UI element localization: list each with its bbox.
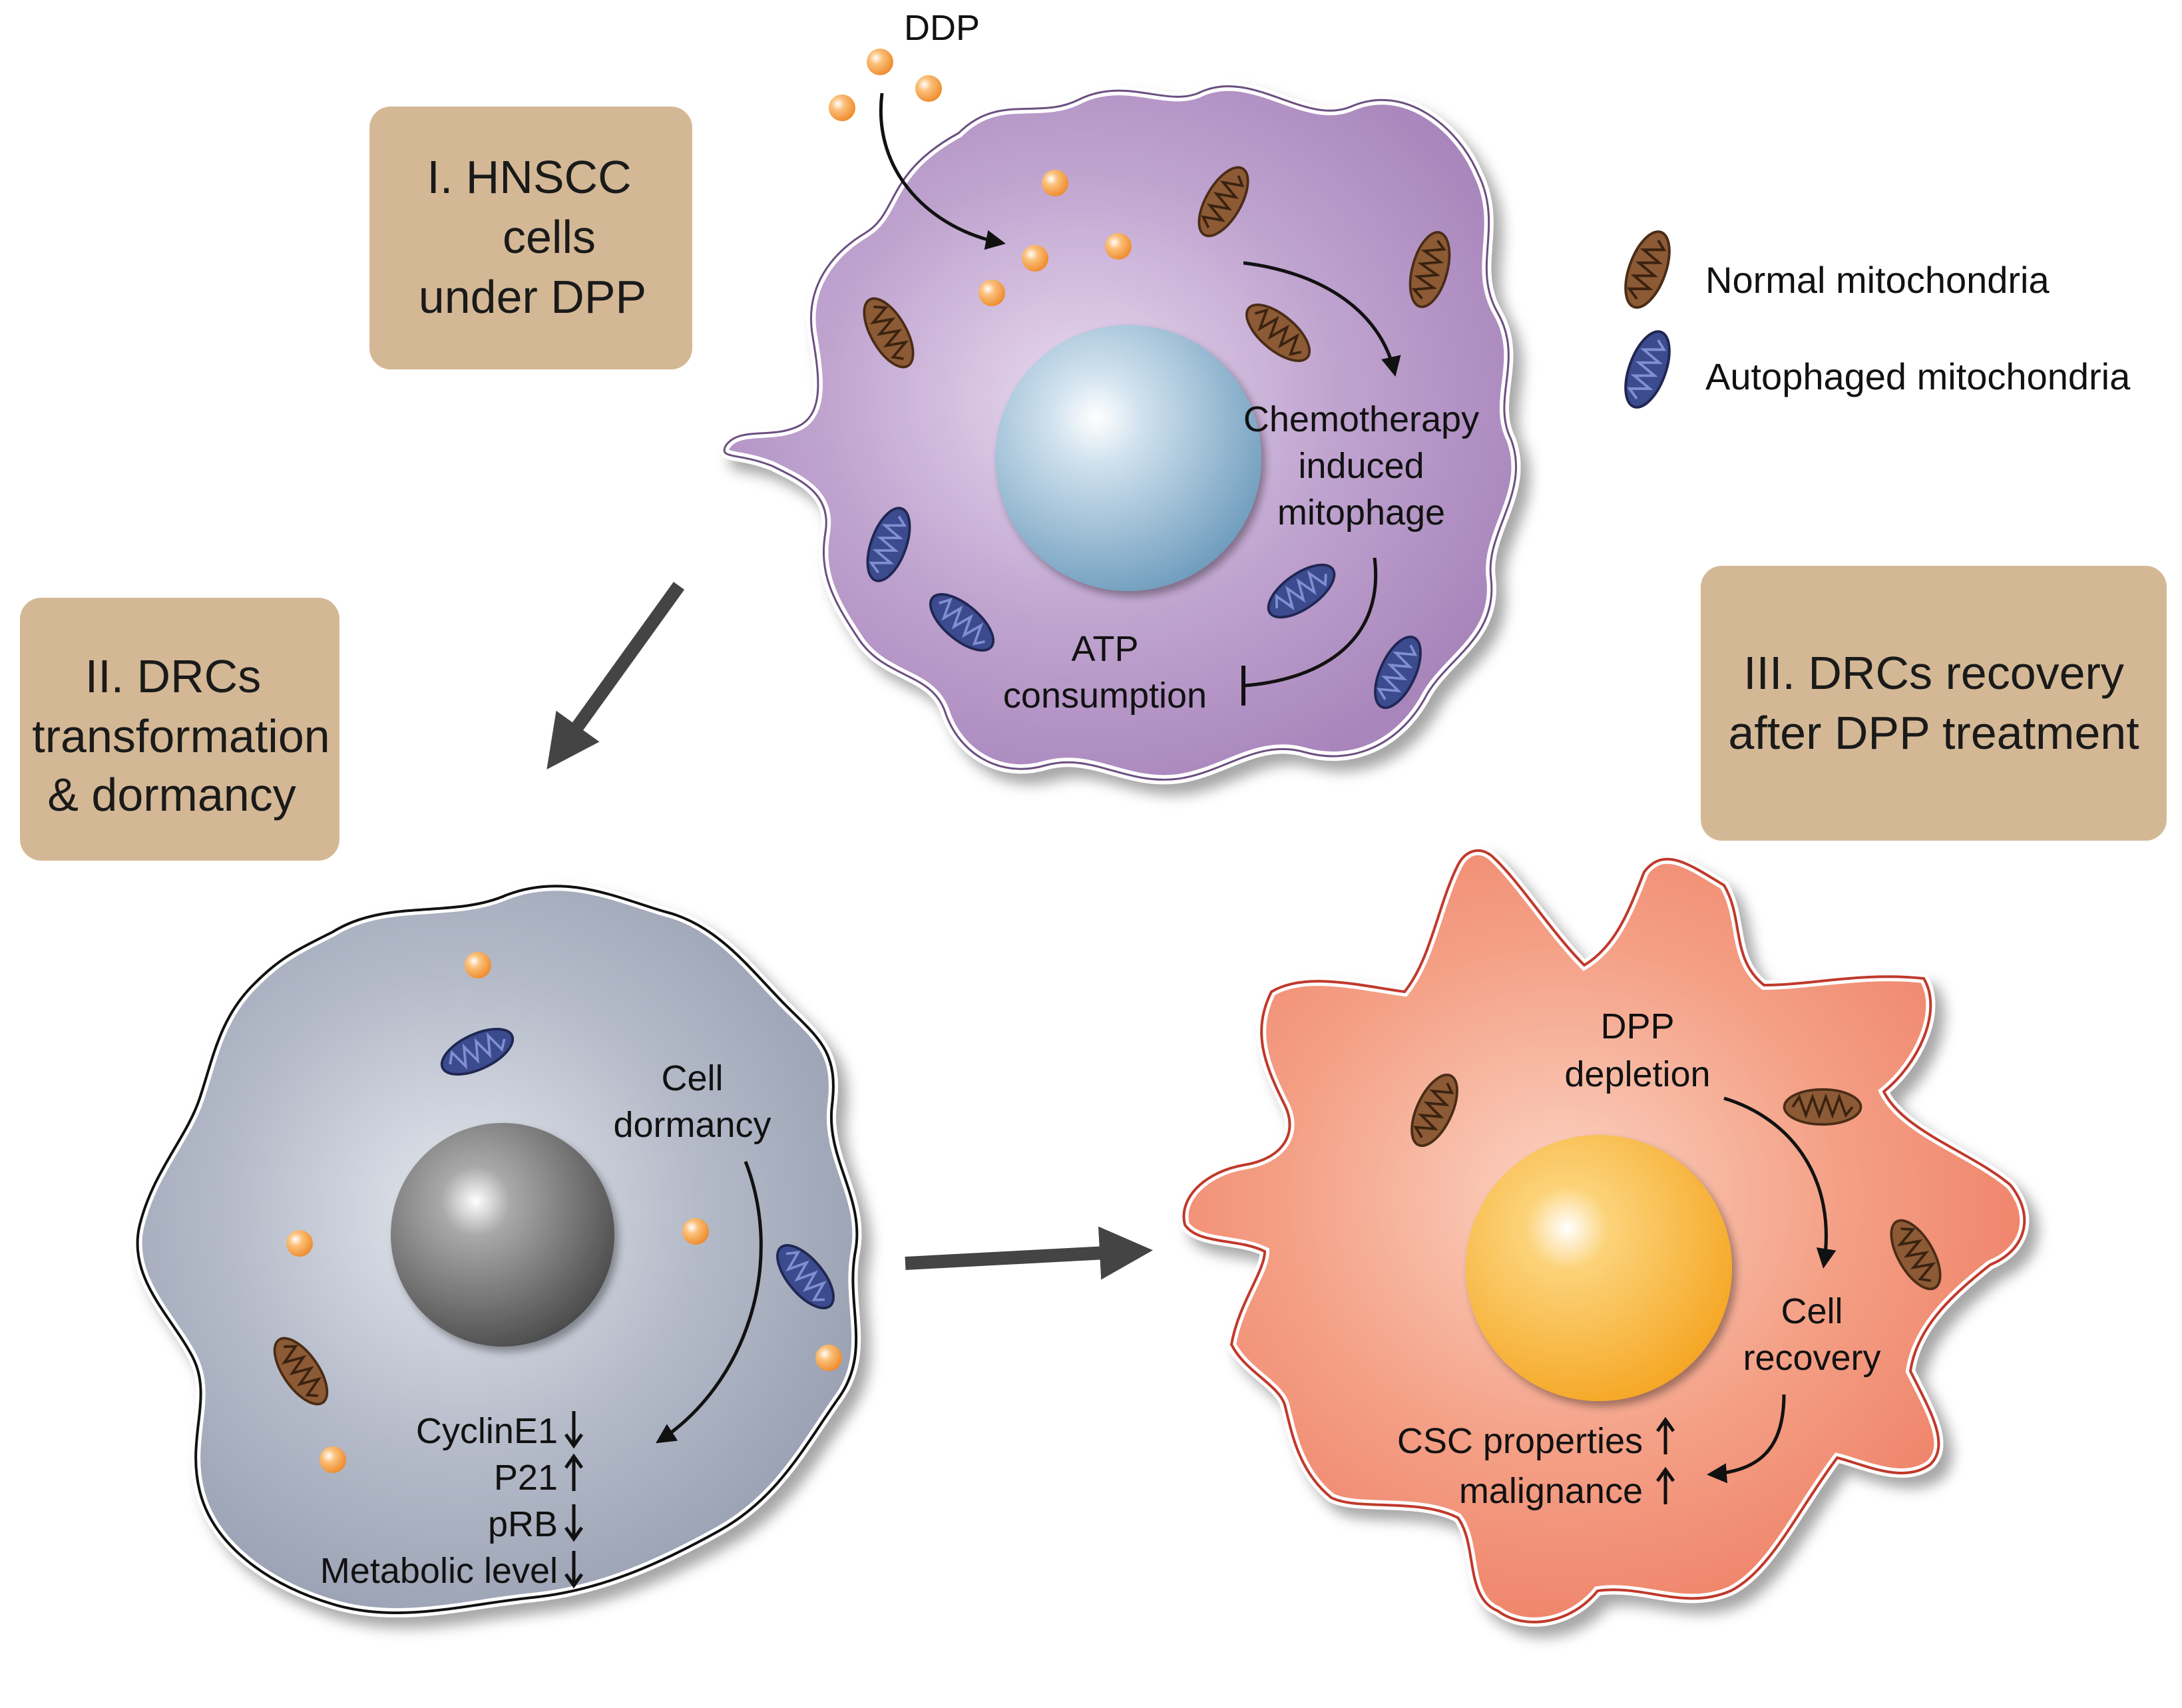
cell3-outcome-malignance: malignance [1459,1466,1675,1511]
dormancy-arrow [655,1161,763,1444]
stage1-line2: cells [503,211,596,263]
drug-entry-arrow [879,93,1006,250]
transition-arrow-1-to-2 [546,582,685,769]
drug-particle [286,1230,313,1257]
marker-name: CyclinE1 [416,1411,558,1451]
mitophagy-arrow [1243,261,1401,377]
marker-name: Metabolic level [320,1551,558,1591]
cell3-outline [1182,849,2026,1623]
stage2-line2: transformation [32,710,329,762]
drug-particle [1022,245,1048,272]
marker-name: pRB [488,1504,558,1544]
cell3-normal-mito [1783,1088,1862,1126]
drug-particle [465,952,491,978]
cell1-process-line3: mitophage [1277,493,1445,533]
marker-name: P21 [494,1458,558,1498]
cell2-marker-metabolic: Metabolic level [320,1551,584,1591]
legend-autophaged-mito-icon [1615,324,1680,415]
stage2-line3: & dormancy [47,769,296,821]
stage1-line3: under DPP [419,271,646,323]
cell2-process-line2: dormancy [613,1105,771,1145]
cell2-marker-cyclin: CyclinE1 [416,1411,584,1451]
trend-down-arrow-head [564,1433,584,1449]
transition-arrow-2-to-3 [905,1226,1153,1280]
cell2-marker-p21: P21 [494,1453,584,1498]
trend-up-arrow-head [564,1453,584,1469]
cell1-atp-line1: ATP [1071,629,1138,669]
trend-down-arrow-head [564,1573,584,1589]
stage2-line1: II. DRCs [85,650,261,702]
stage3-line2: after DPP treatment [1728,707,2139,759]
cell1-atp-line2: consumption [1003,676,1207,716]
stage3-box: III. DRCs recovery after DPP treatment [1701,566,2167,841]
outcome-name: CSC properties [1397,1421,1643,1461]
drug-particle [1105,233,1132,260]
cell1-nucleus [995,325,1261,591]
cell2-nucleus [391,1123,614,1347]
legend-autophaged-label: Autophaged mitochondria [1705,355,2131,397]
drug-particle [320,1446,346,1473]
legend: Normal mitochondria Autophaged mitochond… [1615,224,2131,415]
outcome-name: malignance [1459,1471,1643,1511]
drug-particle [829,95,855,121]
stage3-line1: III. DRCs recovery [1743,647,2124,699]
cell1-outline [723,85,1518,781]
cell2-outline [136,885,859,1614]
drug-particle [867,49,893,75]
atp-inhibit-line [1244,557,1378,688]
cell1-process-line1: Chemotherapy [1243,399,1479,439]
cell3-recovered: DPP depletion Cell recovery CSC properti… [1179,845,2030,1627]
legend-normal-label: Normal mitochondria [1705,259,2050,301]
cell3-process-line2: recovery [1743,1338,1880,1378]
legend-normal-mito-icon [1615,224,1680,315]
recovery-arrow [1723,1096,1837,1269]
outcome-arrow [1707,1394,1786,1484]
cell3-outcome-csc: CSC properties [1397,1416,1675,1461]
drug-particle [682,1218,709,1245]
stage1-line1: I. HNSCC [427,151,631,203]
cell3-trigger-line2: depletion [1564,1054,1710,1094]
drug-particle [815,1345,842,1371]
trend-up-arrow-head [1655,1466,1675,1482]
cell2-marker-prb: pRB [488,1504,584,1544]
stage2-box: II. DRCs transformation & dormancy [20,598,339,861]
drug-particle [915,75,942,102]
cell2-process-line1: Cell [661,1058,723,1098]
cell1-hnscc: DDP Chemotherapy induced mitophage ATP c… [720,8,1521,785]
trend-down-arrow-head [564,1526,584,1542]
cell3-trigger-line1: DPP [1600,1006,1674,1046]
cell3-nucleus [1466,1135,1732,1401]
drug-particle [979,280,1005,306]
cell2-dormant: Cell dormancy CyclinE1 P21 pRB Metabolic… [132,881,862,1617]
cell1-process-line2: induced [1298,446,1424,486]
trend-up-arrow-head [1655,1416,1675,1432]
stage1-box: I. HNSCC cells under DPP [369,107,692,369]
drug-particle [1042,170,1068,196]
drug-label: DDP [904,8,980,48]
cell3-process-line1: Cell [1781,1291,1843,1331]
